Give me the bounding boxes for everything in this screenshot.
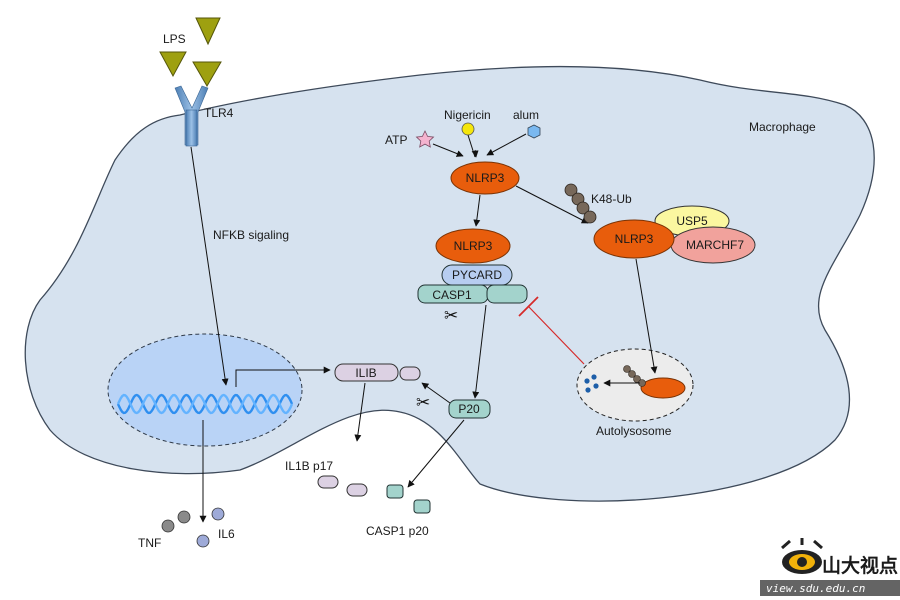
nlrp3-right-label: NLRP3 (615, 232, 654, 246)
nlrp3-right (593, 219, 675, 259)
nigericin-label: Nigericin (444, 108, 491, 122)
p20 (448, 399, 491, 419)
ilib (334, 363, 399, 382)
lps-triangle-icon (159, 51, 187, 78)
nfkb-label: NFKB sigaling (213, 228, 289, 242)
il6-beads (196, 507, 225, 548)
casp1-p20-label: CASP1 p20 (366, 524, 429, 538)
lps-triangle-icon (192, 61, 222, 87)
lps-triangles (159, 17, 222, 87)
tlr4-receptor-icon (174, 85, 209, 147)
il1b-p17-fragments (317, 475, 368, 497)
il6-label: IL6 (218, 527, 235, 541)
logo-url: view.sdu.edu.cn (766, 582, 865, 595)
nigericin-icon (461, 122, 475, 136)
ilib-label: ILIB (355, 366, 376, 380)
tlr4-label: TLR4 (204, 106, 234, 120)
sdu-view-logo: 山大视点 view.sdu.edu.cn (760, 538, 900, 596)
atp-star-icon (415, 130, 435, 148)
tlr4-to-nucleus-arrow (190, 146, 229, 386)
casp1-right (486, 284, 528, 304)
il1b-p17-label: IL1B p17 (285, 459, 333, 473)
k48ub-label: K48-Ub (591, 192, 632, 206)
nlrp3-middle (435, 228, 511, 264)
pycard-label: PYCARD (452, 268, 502, 282)
usp5-label: USP5 (676, 214, 708, 228)
logo-name: 山大视点 (822, 554, 898, 577)
autolysosome (576, 348, 694, 422)
autolysosome-label: Autolysosome (596, 424, 672, 438)
scissors-icon-2: ✂ (416, 393, 430, 413)
transcription-arrow (235, 366, 331, 387)
lps-label: LPS (163, 32, 186, 46)
marchf7-label: MARCHF7 (686, 238, 744, 252)
scissors-icon: ✂ (444, 306, 458, 326)
atp-label: ATP (385, 133, 407, 147)
tnf-beads (161, 510, 191, 533)
casp1-label: CASP1 (432, 288, 472, 302)
alum-label: alum (513, 108, 539, 122)
ilib-prodomain (399, 366, 421, 381)
lps-triangle-icon (195, 17, 221, 46)
nlrp3-top (450, 161, 520, 195)
inhibition-line (527, 305, 585, 365)
casp1-p20-fragments (386, 484, 431, 514)
k48-ub-chain (564, 183, 597, 224)
alum-icon (527, 124, 541, 139)
dna-helix-icon (116, 393, 294, 415)
macrophage-label: Macrophage (749, 120, 816, 134)
tnf-label: TNF (138, 536, 161, 550)
nlrp3-top-label: NLRP3 (466, 171, 505, 185)
nucleus (107, 333, 303, 447)
autolysosome-contents (584, 365, 686, 399)
p20-label: P20 (458, 402, 480, 416)
nlrp3-middle-label: NLRP3 (454, 239, 493, 253)
